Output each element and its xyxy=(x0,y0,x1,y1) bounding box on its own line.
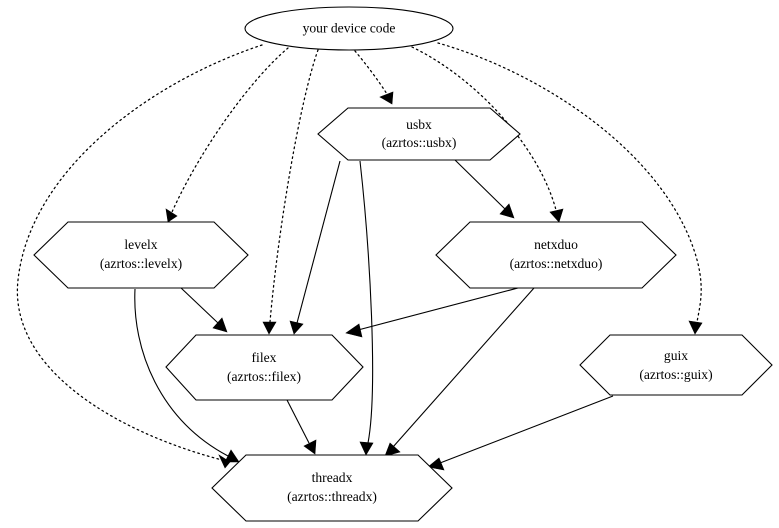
node-filex-shape[interactable] xyxy=(165,334,364,401)
node-threadx-shape[interactable] xyxy=(211,454,453,522)
arrowhead-icon xyxy=(262,321,277,335)
node-usbx-label-line1: usbx xyxy=(406,117,432,132)
node-usbx[interactable]: usbx (azrtos::usbx) xyxy=(317,107,521,161)
edge-levelx-to-threadx xyxy=(134,288,240,463)
edge-device-to-netxduo xyxy=(411,46,564,223)
edge-device-to-levelx xyxy=(165,47,289,223)
node-guix-shape[interactable] xyxy=(579,334,773,396)
node-levelx[interactable]: levelx (azrtos::levelx) xyxy=(33,221,249,289)
node-guix[interactable]: guix (azrtos::guix) xyxy=(579,334,773,396)
node-threadx-label-line1: threadx xyxy=(312,470,353,485)
arrowhead-icon xyxy=(499,203,515,219)
edge-device-to-filex xyxy=(262,49,319,335)
node-filex-label-line2: (azrtos::filex) xyxy=(227,369,301,385)
node-netxduo-shape[interactable] xyxy=(435,221,677,289)
node-levelx-shape[interactable] xyxy=(33,221,249,289)
edge-netxduo-to-threadx xyxy=(384,287,535,457)
edge-device-to-usbx xyxy=(354,50,394,105)
arrowhead-icon xyxy=(218,454,231,469)
node-netxduo-label-line2: (azrtos::netxduo) xyxy=(510,256,603,272)
node-device-code-shape[interactable] xyxy=(244,6,454,51)
node-device-code-label: your device code xyxy=(303,21,396,36)
edge-levelx-to-filex xyxy=(179,286,228,333)
arrowhead-icon xyxy=(549,208,564,223)
arrowhead-icon xyxy=(303,439,317,455)
node-usbx-shape[interactable] xyxy=(317,107,521,161)
edge-netxduo-to-filex xyxy=(345,287,519,338)
edge-group-solid xyxy=(134,159,614,471)
edge-device-to-threadx xyxy=(16,44,263,469)
arrowhead-icon xyxy=(379,91,394,105)
edge-filex-to-threadx xyxy=(286,399,317,455)
node-guix-label-line2: (azrtos::guix) xyxy=(639,367,712,383)
arrowhead-icon xyxy=(384,442,401,457)
node-guix-label-line1: guix xyxy=(664,348,688,363)
arrowhead-icon xyxy=(345,323,363,338)
node-device-code[interactable]: your device code xyxy=(244,6,454,51)
arrowhead-icon xyxy=(359,441,374,456)
edge-usbx-to-threadx xyxy=(359,160,374,456)
node-usbx-label-line2: (azrtos::usbx) xyxy=(382,135,457,151)
arrowhead-icon xyxy=(224,449,240,463)
arrowhead-icon xyxy=(165,208,178,223)
node-levelx-label-line1: levelx xyxy=(124,237,157,252)
node-netxduo-label-line1: netxduo xyxy=(534,237,578,252)
node-levelx-label-line2: (azrtos::levelx) xyxy=(100,256,182,272)
arrowhead-icon xyxy=(688,320,703,335)
node-filex-label-line1: filex xyxy=(252,350,277,365)
arrowhead-icon xyxy=(427,457,445,471)
edge-device-to-guix xyxy=(437,42,703,335)
edge-guix-to-threadx xyxy=(427,395,614,471)
node-threadx-label-line2: (azrtos::threadx) xyxy=(287,489,377,505)
arrowhead-icon xyxy=(289,320,304,335)
edge-group-dotted xyxy=(16,42,703,469)
node-filex[interactable]: filex (azrtos::filex) xyxy=(165,334,364,401)
edge-usbx-to-netxduo xyxy=(454,159,515,219)
arrowhead-icon xyxy=(212,317,228,333)
edge-usbx-to-filex xyxy=(289,160,341,335)
node-threadx[interactable]: threadx (azrtos::threadx) xyxy=(211,454,453,522)
node-netxduo[interactable]: netxduo (azrtos::netxduo) xyxy=(435,221,677,289)
